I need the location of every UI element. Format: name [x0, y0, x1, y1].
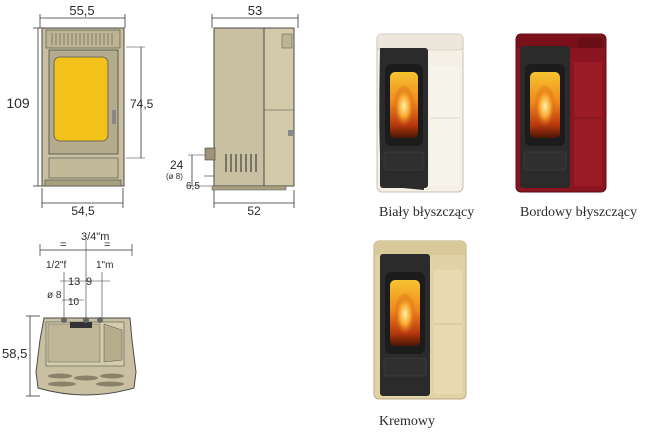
- front-glass: [53, 56, 109, 142]
- stove-photo-bordeaux: [515, 33, 607, 193]
- plan-equal-left: =: [60, 239, 66, 251]
- plan-spacing-13: 13: [68, 276, 80, 288]
- plan-depth-label: 58,5: [2, 346, 27, 361]
- plan-spacing-9: 9: [86, 276, 92, 288]
- plan-connection-right: 1"m: [96, 260, 113, 271]
- side-depth-top-label: 53: [248, 3, 262, 18]
- plan-equal-right: =: [104, 239, 110, 251]
- front-width-top-label: 55,5: [69, 3, 94, 18]
- side-flue-height-label: 24: [170, 158, 184, 172]
- stove-photo-cream: [373, 240, 467, 400]
- front-width-bottom-label: 54,5: [71, 204, 95, 218]
- front-glass-height-label: 74,5: [130, 97, 154, 111]
- plan-diameter-8: ø 8: [47, 290, 62, 301]
- plan-connection-left: 1/2"f: [46, 260, 66, 271]
- plan-connection-top: 3/4"m: [81, 231, 109, 243]
- front-height-label: 109: [6, 95, 30, 111]
- variant-label-bordeaux: Bordowy błyszczący: [520, 205, 638, 220]
- stove-photo-white: [376, 33, 464, 193]
- variant-label-white: Biały błyszczący: [379, 205, 475, 220]
- side-view: 53 24 (ø 8) 6,5 52: [166, 3, 299, 218]
- plan-view: = = 3/4"m 1/2"f 1"m 13 9 ø 8 10 58,5: [2, 231, 137, 397]
- side-depth-bottom-label: 52: [247, 204, 261, 218]
- side-flue-diameter-label: (ø 8): [166, 172, 183, 181]
- variant-label-cream: Kremowy: [379, 414, 435, 429]
- plan-spacing-10: 10: [68, 297, 80, 308]
- side-flue-offset-label: 6,5: [186, 181, 200, 192]
- front-view: 55,5 109 54,5: [6, 3, 153, 218]
